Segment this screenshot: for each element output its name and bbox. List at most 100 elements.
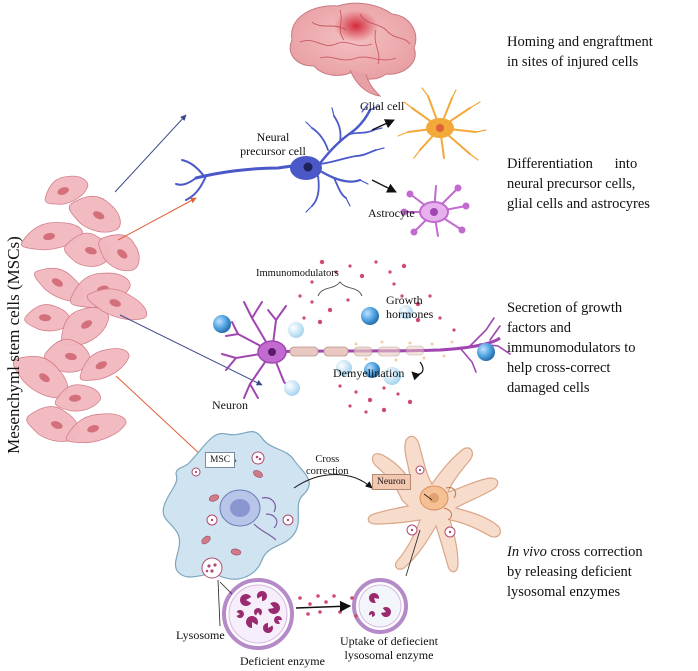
label-line: Uptake of defiecient <box>340 634 438 648</box>
label-line: Cross <box>315 454 340 465</box>
section-line: lysosomal enzymes <box>507 584 621 600</box>
enzyme-dot <box>318 610 322 614</box>
secretion-dot <box>302 316 306 320</box>
msc-cell <box>34 267 84 302</box>
section-line: Homing and engraftment <box>507 34 653 50</box>
msc-cell <box>98 234 140 272</box>
secretion-dot <box>338 384 342 388</box>
section-line: in sites of injured cells <box>507 54 639 70</box>
label-line: Growth <box>386 293 423 307</box>
label-glial-cell: Glial cell <box>360 99 405 113</box>
secretion-dot <box>327 307 333 313</box>
secretion-dot <box>438 316 442 320</box>
label-astrocyte: Astrocyte <box>368 206 415 220</box>
glial-cell <box>397 87 487 161</box>
section-differentiation: Differentiation into neural precursor ce… <box>507 154 693 214</box>
section-line: by releasing deficient <box>507 564 632 580</box>
section-line-rest: cross correction <box>546 544 643 560</box>
label-cross-correction: Cross correction <box>306 454 349 478</box>
secretion-dot <box>388 270 392 274</box>
arrow-to-glial <box>371 119 395 131</box>
label-line: lysosomal enzyme <box>344 648 434 662</box>
secretion-dot <box>415 317 421 323</box>
label-line: correction <box>306 466 349 477</box>
secretion-dot <box>400 294 404 298</box>
enzyme-dot <box>324 600 328 604</box>
msc-arrows <box>114 114 263 457</box>
secretion-dot <box>348 404 352 408</box>
in-vivo-italic: In vivo <box>507 544 547 560</box>
label-uptake: Uptake of defiecient lysosomal enzyme <box>340 634 438 662</box>
brain-illustration <box>289 2 417 97</box>
deficient-enzyme <box>263 623 273 634</box>
secretion-dot <box>428 294 432 298</box>
deficient-enzyme <box>236 610 244 618</box>
deficient-enzyme <box>240 594 252 606</box>
neuron-cross-correction <box>352 435 502 634</box>
section-line: factors and <box>507 320 572 336</box>
msc-cell <box>79 348 130 381</box>
secretion-dot <box>364 410 368 414</box>
secretion-dot <box>374 260 378 264</box>
deficient-enzyme <box>369 611 375 617</box>
label-neuron: Neuron <box>212 398 248 412</box>
secretion-dot <box>407 399 413 405</box>
enzyme-dot <box>350 596 354 600</box>
cross-correction-arrow <box>293 474 373 489</box>
section-line: glial cells and astrocyres <box>507 196 650 212</box>
section-homing: Homing and engraftment in sites of injur… <box>507 32 693 72</box>
msc-cell <box>44 338 91 373</box>
section-line: help cross-correct <box>507 360 611 376</box>
secretion-dot <box>348 264 352 268</box>
section-line: In vivo cross correction <box>507 542 693 562</box>
enzyme-dot <box>316 594 320 598</box>
deficient-enzyme <box>257 590 267 601</box>
astrocyte-cell <box>400 184 470 237</box>
msc-vertical-title: Mesenchyml stem cells (MSCs) <box>4 236 23 454</box>
msc-cell-cluster <box>13 175 148 444</box>
deficient-enzyme <box>246 616 258 628</box>
label-neural-precursor: Neural precursor cell <box>228 130 318 158</box>
msc-cell <box>68 195 121 233</box>
label-line: hormones <box>386 307 434 321</box>
label-neuron-box: Neuron <box>372 474 411 490</box>
section-line: immunomodulators to <box>507 340 636 356</box>
secretion-dot <box>317 319 323 325</box>
secretion-dot <box>310 280 314 284</box>
secretion-dot <box>367 397 373 403</box>
msc-cell <box>65 413 127 444</box>
msc-cell <box>54 384 101 412</box>
msc-cell-cross-correction <box>162 431 310 650</box>
deficient-enzyme <box>268 602 280 614</box>
neural-precursor-cell <box>175 103 385 213</box>
label-line: precursor cell <box>240 144 306 158</box>
secretion-dot <box>298 294 302 298</box>
secretion-dot <box>392 282 396 286</box>
enzyme-dot <box>354 614 358 618</box>
secretion-dot <box>310 300 314 304</box>
secretion-dot <box>401 263 407 269</box>
arrow-to-astrocyte <box>371 179 397 193</box>
enzyme-dot <box>332 594 336 598</box>
enzyme-dot <box>338 610 342 614</box>
secretion-dot <box>396 392 400 396</box>
secretion-dot <box>346 298 350 302</box>
secretion-dot <box>359 273 365 279</box>
label-deficient-enzyme: Deficient enzyme <box>240 654 325 668</box>
msc-cell <box>86 288 148 321</box>
section-secretion: Secretion of growth factors and immunomo… <box>507 298 693 398</box>
section-line: damaged cells <box>507 380 590 396</box>
deficient-enzyme <box>274 616 282 624</box>
secretion-dot <box>319 259 325 265</box>
secretion-dot <box>334 270 338 274</box>
label-msc-box: MSC <box>205 452 236 468</box>
label-lysosome: Lysosome <box>176 628 225 642</box>
secretion-dot <box>382 386 386 390</box>
msc-cell <box>26 406 80 442</box>
label-immunomodulators: Immunomodulators <box>256 268 339 279</box>
enzyme-dot <box>308 602 312 606</box>
secretion-dot <box>354 390 358 394</box>
secretion-dot <box>452 328 456 332</box>
enzyme-dot <box>306 612 310 616</box>
